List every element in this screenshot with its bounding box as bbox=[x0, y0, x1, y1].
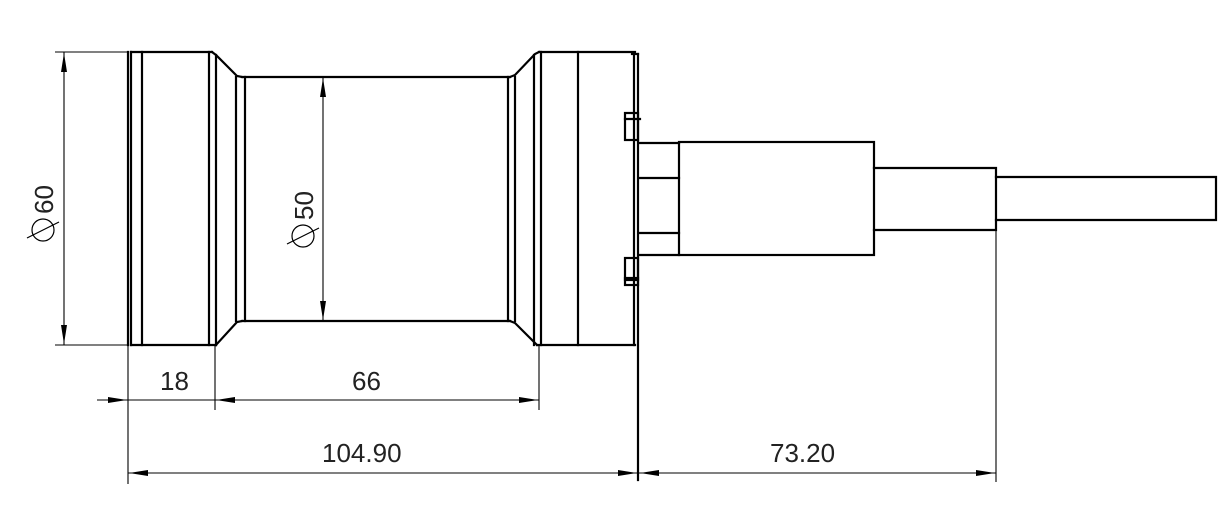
body-length-dimension: 104.90 bbox=[128, 438, 638, 476]
left-flange bbox=[126, 50, 218, 347]
inner-diameter-label: 50 bbox=[289, 191, 319, 220]
arrowhead bbox=[108, 397, 127, 403]
arrowhead bbox=[640, 470, 659, 476]
connector-plate bbox=[623, 111, 681, 287]
flange-length-label: 18 bbox=[160, 366, 189, 396]
cable-length-label: 73.20 bbox=[770, 438, 835, 468]
diameter-symbol-icon bbox=[286, 224, 320, 248]
diameter-symbol-icon bbox=[26, 218, 60, 242]
arrowhead bbox=[976, 470, 995, 476]
connector-housing bbox=[677, 140, 876, 257]
arrowhead bbox=[216, 397, 235, 403]
arrowhead bbox=[519, 397, 538, 403]
arrowhead bbox=[61, 53, 67, 72]
inner-diameter-dimension: 50 bbox=[286, 77, 326, 321]
flange-length-dimension: 18 bbox=[97, 366, 539, 403]
arrowhead bbox=[61, 325, 67, 344]
waist-length-dimension: 66 bbox=[352, 366, 538, 403]
right-flange bbox=[532, 50, 640, 482]
arrowhead bbox=[320, 78, 326, 97]
cable-length-dimension: 73.20 bbox=[638, 438, 996, 476]
cable-gland bbox=[872, 166, 998, 232]
waist-body bbox=[210, 50, 541, 347]
arrowhead bbox=[618, 470, 637, 476]
outer-diameter-dimension: 60 bbox=[26, 51, 128, 346]
body-length-label: 104.90 bbox=[322, 438, 402, 468]
arrowhead bbox=[129, 470, 148, 476]
outer-diameter-label: 60 bbox=[29, 185, 59, 214]
waist-length-label: 66 bbox=[352, 366, 381, 396]
arrowhead bbox=[320, 301, 326, 320]
cable bbox=[994, 175, 1218, 222]
